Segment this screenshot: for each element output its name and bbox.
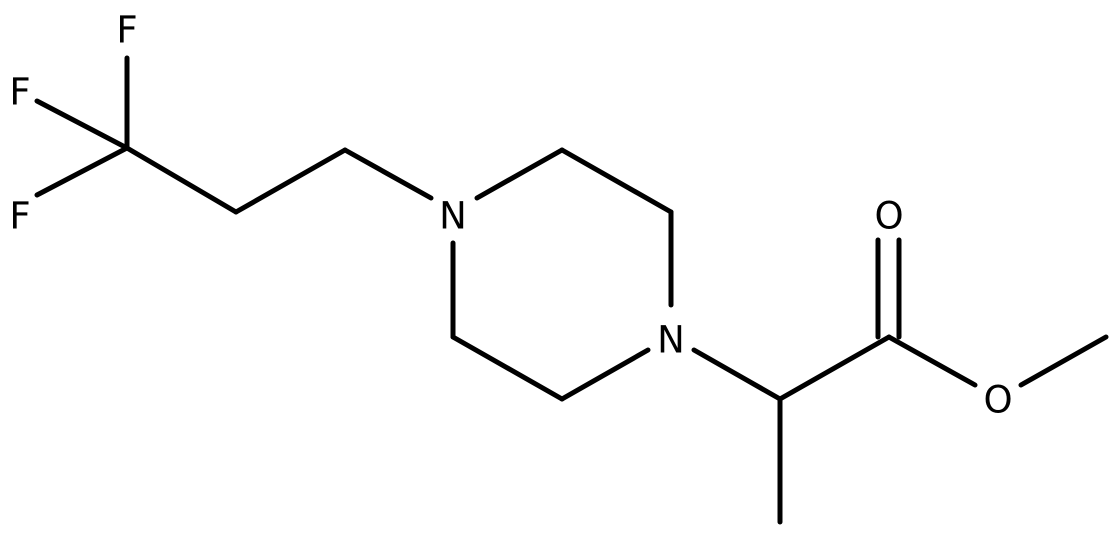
atom-labels: F F F N N O O [9,9,1012,422]
bond-n2-c-lower [559,347,651,402]
bond-o-methyl [1018,334,1109,388]
bond-c-c-upper-right [559,147,674,215]
bond-c-f-left [34,98,130,151]
bond-ch2-n1 [342,147,434,201]
atom-label-f-bottom: F [9,195,30,238]
bond-alpha-c-carbonyl-c [777,334,892,402]
bond-c-c-lower-left [450,334,565,402]
atom-label-f-left: F [9,71,30,114]
bond-n1-c-upper [474,147,565,201]
bond-c-f-bottom [34,145,130,198]
atom-label-f-top: F [116,9,137,52]
atom-label-o-ester: O [983,379,1012,422]
bond-c-o-ester [886,334,978,388]
atom-label-n-right: N [657,319,685,362]
bonds [34,55,1109,525]
bond-cf3-ch2 [124,145,239,215]
bond-n2-alpha-c [691,347,783,402]
atom-label-n-left: N [439,195,467,238]
atom-label-o-carbonyl: O [874,195,903,238]
bond-ch2-ch2 [233,147,348,215]
